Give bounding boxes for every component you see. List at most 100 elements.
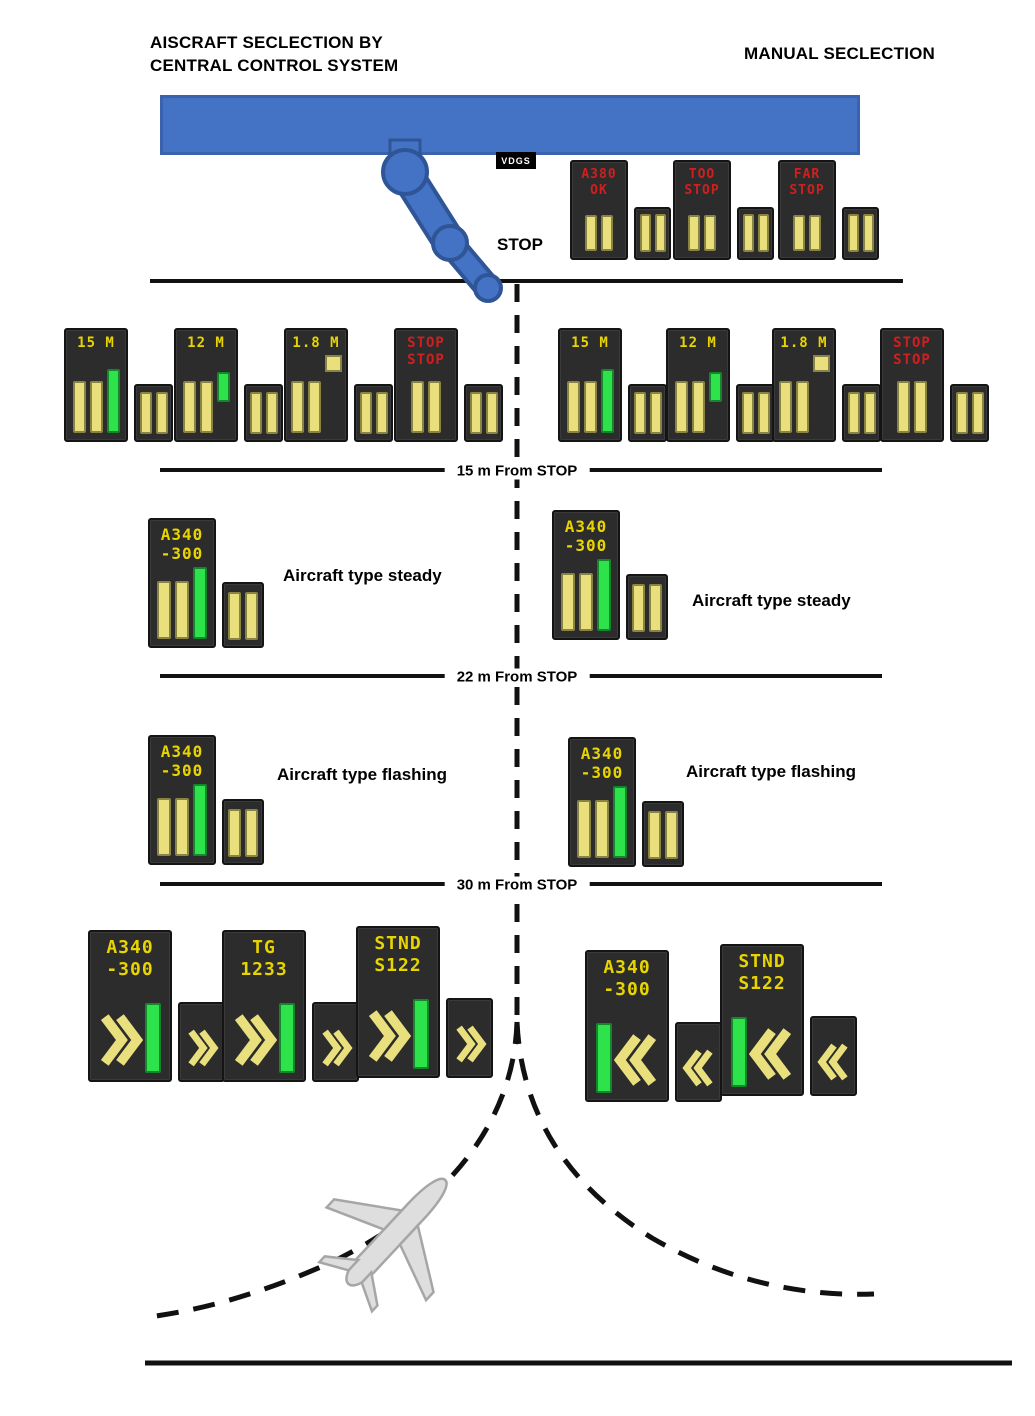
led-bar-yellow: [914, 381, 927, 433]
led-bar-yellow: [691, 381, 705, 433]
display-text-line: A340: [106, 937, 154, 958]
led-bar-yellow: [89, 381, 103, 433]
display-text-line: 15 M: [77, 335, 115, 351]
display-companion-panel: [464, 384, 503, 442]
display-companion-panel: [642, 801, 684, 867]
led-bar-yellow: [863, 392, 876, 434]
display-closing-12m-left: 12 M: [174, 328, 283, 442]
display-text: 1.8 M: [774, 330, 834, 352]
display-companion-panel: [222, 582, 264, 648]
led-bar-green: [596, 1023, 612, 1093]
led-bar-yellow: [249, 392, 262, 434]
led-bar-green: [731, 1017, 747, 1087]
led-bar-yellow: [847, 214, 859, 252]
display-text-line: STOP: [893, 351, 931, 368]
chevron-right-icon: [368, 1010, 412, 1062]
led-dot-yellow: [324, 354, 342, 372]
distance-label-30m: 30 m From STOP: [444, 876, 590, 894]
display-led-area: [587, 1000, 667, 1100]
display-text-line: -300: [160, 544, 204, 564]
led-bar-yellow: [795, 381, 809, 433]
led-bar-yellow: [561, 573, 575, 631]
led-bar-yellow: [579, 573, 593, 631]
led-bar-green: [193, 784, 207, 856]
display-text: 12 M: [176, 330, 236, 352]
display-main-panel: A340-300: [552, 510, 620, 640]
display-aircraft-type-flashing-right: A340-300: [568, 737, 684, 867]
display-led-area: [66, 352, 126, 440]
display-text-line: STOP: [684, 182, 720, 198]
led-bar-yellow: [566, 381, 580, 433]
display-text-line: TOO: [688, 167, 716, 182]
led-bar-yellow: [157, 798, 171, 856]
display-aircraft-type-steady-right: A340-300: [552, 510, 668, 640]
led-bar-yellow: [688, 215, 700, 251]
annotation-steady-right: Aircraft type steady: [692, 591, 851, 610]
display-main-panel: A340-300: [585, 950, 669, 1102]
display-led-area: [358, 976, 438, 1076]
display-main-panel: 12 M: [666, 328, 730, 442]
display-led-area: [560, 352, 620, 440]
display-text-line: STOP: [407, 335, 445, 351]
display-companion-panel: [950, 384, 989, 442]
chevron-left-icon: [681, 1049, 713, 1087]
led-bar-green: [600, 369, 614, 433]
chevron-right-icon: [187, 1029, 219, 1067]
chevron-right-icon: [234, 1014, 278, 1066]
distance-label-15m: 15 m From STOP: [444, 462, 590, 480]
title-central-control: AISCRAFT SECLECTION BY CENTRAL CONTROL S…: [150, 32, 398, 78]
display-text: A340-300: [570, 739, 634, 782]
display-led-area: [554, 555, 618, 638]
annotation-steady-left: Aircraft type steady: [283, 566, 442, 585]
led-bar-yellow: [139, 392, 152, 434]
led-bar-yellow: [897, 381, 910, 433]
display-text: A340-300: [150, 520, 214, 563]
display-companion-panel: [354, 384, 393, 442]
led-bar-yellow: [72, 381, 86, 433]
led-bar-yellow: [595, 800, 609, 858]
led-bar-green: [597, 559, 611, 631]
title-manual-selection: MANUAL SECLECTION: [744, 44, 936, 63]
display-text: A340-300: [587, 952, 667, 1000]
led-bar-yellow: [359, 392, 372, 434]
display-led-area: [882, 369, 942, 440]
display-closing-1-8m-left: 1.8 M: [284, 328, 393, 442]
display-text-line: -300: [580, 763, 624, 783]
display-main-panel: A340-300: [568, 737, 636, 867]
led-bar-yellow: [633, 392, 646, 434]
display-companion-panel: [810, 1016, 857, 1096]
airplane-icon: [316, 1177, 448, 1314]
led-bar-yellow: [411, 381, 424, 433]
led-bar-green: [216, 372, 230, 403]
display-text-line: S122: [738, 972, 786, 994]
chevron-right-icon: [455, 1025, 487, 1063]
display-companion-panel: [628, 384, 667, 442]
distance-label-22m: 22 m From STOP: [444, 668, 590, 686]
display-text-line: -300: [603, 978, 651, 1000]
led-bar-yellow: [485, 392, 498, 434]
display-text-line: -300: [160, 761, 204, 781]
led-bar-green: [708, 372, 722, 403]
display-companion-panel: [736, 384, 775, 442]
title-central-control-line1: AISCRAFT SECLECTION BY: [150, 33, 383, 52]
display-companion-panel: [222, 799, 264, 865]
display-companion-panel: [737, 207, 774, 260]
display-led-area: [176, 352, 236, 440]
display-text: 1.8 M: [286, 330, 346, 352]
display-text-line: 1.8 M: [780, 335, 828, 351]
